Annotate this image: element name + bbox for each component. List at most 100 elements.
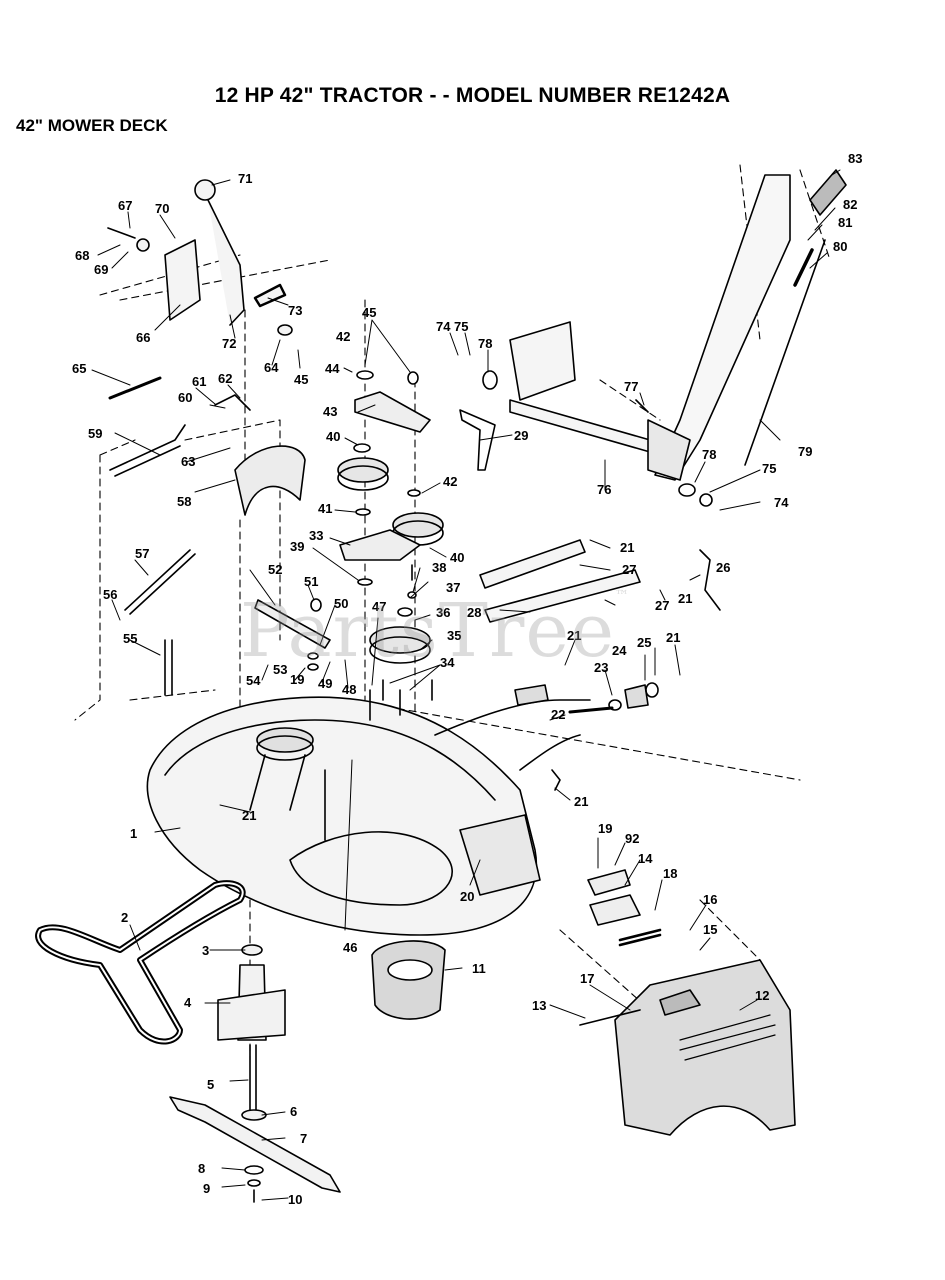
idler-arm bbox=[339, 529, 421, 561]
callout-72: 72 bbox=[222, 336, 236, 351]
chute-rod bbox=[579, 1009, 641, 1026]
callout-45a: 45 bbox=[294, 372, 308, 387]
watermark-text: PartsTree bbox=[240, 588, 615, 674]
section-subtitle: 42" MOWER DECK bbox=[16, 116, 168, 135]
callout-42b: 42 bbox=[443, 474, 457, 489]
callout-14: 14 bbox=[638, 851, 653, 866]
callout-3: 3 bbox=[202, 943, 209, 958]
callout-43: 43 bbox=[323, 404, 337, 419]
callout-27a: 27 bbox=[622, 562, 636, 577]
page-title: 12 HP 42" TRACTOR - - MODEL NUMBER RE124… bbox=[214, 84, 731, 107]
callout-52: 52 bbox=[268, 562, 282, 577]
callout-23: 23 bbox=[594, 660, 608, 675]
callout-7: 7 bbox=[300, 1131, 307, 1146]
shield bbox=[371, 940, 446, 1020]
mower-blade bbox=[169, 1096, 341, 1193]
callout-38: 38 bbox=[432, 560, 446, 575]
callout-8: 8 bbox=[198, 1161, 205, 1176]
callout-92: 92 bbox=[625, 831, 639, 846]
callout-21a: 21 bbox=[620, 540, 634, 555]
callout-36: 36 bbox=[436, 605, 450, 620]
callout-39: 39 bbox=[290, 539, 304, 554]
callout-56: 56 bbox=[103, 587, 117, 602]
callout-70: 70 bbox=[155, 201, 169, 216]
callout-42a: 42 bbox=[336, 329, 350, 344]
deck-spring bbox=[108, 376, 162, 400]
callout-13: 13 bbox=[532, 998, 546, 1013]
callout-78a: 78 bbox=[478, 336, 492, 351]
callout-48: 48 bbox=[342, 682, 356, 697]
callout-53: 53 bbox=[273, 662, 287, 677]
callout-45b: 45 bbox=[362, 305, 376, 320]
callout-65: 65 bbox=[72, 361, 86, 376]
deck-pulley bbox=[249, 727, 314, 811]
callout-9: 9 bbox=[203, 1181, 210, 1196]
lift-rod bbox=[434, 684, 614, 771]
callout-46: 46 bbox=[343, 940, 357, 955]
callout-2: 2 bbox=[121, 910, 128, 925]
mower-deck bbox=[146, 696, 541, 936]
callout-77: 77 bbox=[624, 379, 638, 394]
hardware-parts bbox=[307, 370, 433, 841]
link-arms bbox=[479, 539, 641, 623]
watermark-trademark: ™ bbox=[615, 588, 630, 604]
callout-21f: 21 bbox=[242, 808, 256, 823]
callout-51: 51 bbox=[304, 574, 318, 589]
leader-lines bbox=[91, 169, 841, 1201]
callout-44: 44 bbox=[325, 361, 340, 376]
callout-21c: 21 bbox=[567, 628, 581, 643]
chute-bracket bbox=[587, 869, 641, 926]
callout-49: 49 bbox=[318, 676, 332, 691]
callout-61: 61 bbox=[192, 374, 206, 389]
callout-40b: 40 bbox=[450, 550, 464, 565]
callout-78b: 78 bbox=[702, 447, 716, 462]
callout-64: 64 bbox=[264, 360, 279, 375]
callout-21e: 21 bbox=[574, 794, 588, 809]
discharge-chute bbox=[614, 959, 796, 1136]
callout-80: 80 bbox=[833, 239, 847, 254]
callout-4: 4 bbox=[184, 995, 192, 1010]
callout-17: 17 bbox=[580, 971, 594, 986]
lift-links bbox=[109, 394, 251, 696]
callout-74b: 74 bbox=[774, 495, 789, 510]
callout-19b: 19 bbox=[598, 821, 612, 836]
callout-81: 81 bbox=[838, 215, 852, 230]
callout-58: 58 bbox=[177, 494, 191, 509]
callout-67: 67 bbox=[118, 198, 132, 213]
callout-75a: 75 bbox=[454, 319, 468, 334]
callout-83: 83 bbox=[848, 151, 862, 166]
callout-21b: 21 bbox=[678, 591, 692, 606]
callout-69: 69 bbox=[94, 262, 108, 277]
callout-47: 47 bbox=[372, 599, 386, 614]
callout-74a: 74 bbox=[436, 319, 451, 334]
watermark: PartsTree™ bbox=[240, 588, 630, 674]
callout-57: 57 bbox=[135, 546, 149, 561]
callout-25: 25 bbox=[637, 635, 651, 650]
callout-76: 76 bbox=[597, 482, 611, 497]
callout-41: 41 bbox=[318, 501, 332, 516]
callout-29: 29 bbox=[514, 428, 528, 443]
callout-1: 1 bbox=[130, 826, 137, 841]
callout-71: 71 bbox=[238, 171, 252, 186]
callout-24: 24 bbox=[612, 643, 627, 658]
callout-54: 54 bbox=[246, 673, 261, 688]
callout-12: 12 bbox=[755, 988, 769, 1003]
callout-60: 60 bbox=[178, 390, 192, 405]
callout-20: 20 bbox=[460, 889, 474, 904]
callout-75b: 75 bbox=[762, 461, 776, 476]
callout-19a: 19 bbox=[290, 672, 304, 687]
callout-59: 59 bbox=[88, 426, 102, 441]
pivot-bracket bbox=[234, 445, 306, 516]
idler-pulleys bbox=[337, 457, 444, 664]
callout-33: 33 bbox=[309, 528, 323, 543]
callout-11: 11 bbox=[472, 961, 486, 976]
lift-bar bbox=[482, 321, 651, 453]
callout-66: 66 bbox=[136, 330, 150, 345]
callout-labels: 71 67 70 68 69 66 72 73 64 45 65 61 62 6… bbox=[72, 151, 862, 1207]
callout-22: 22 bbox=[551, 707, 565, 722]
lift-handle bbox=[647, 169, 847, 481]
callout-28: 28 bbox=[467, 605, 481, 620]
callout-82: 82 bbox=[843, 197, 857, 212]
callout-35: 35 bbox=[447, 628, 461, 643]
belt-guide bbox=[254, 599, 331, 649]
